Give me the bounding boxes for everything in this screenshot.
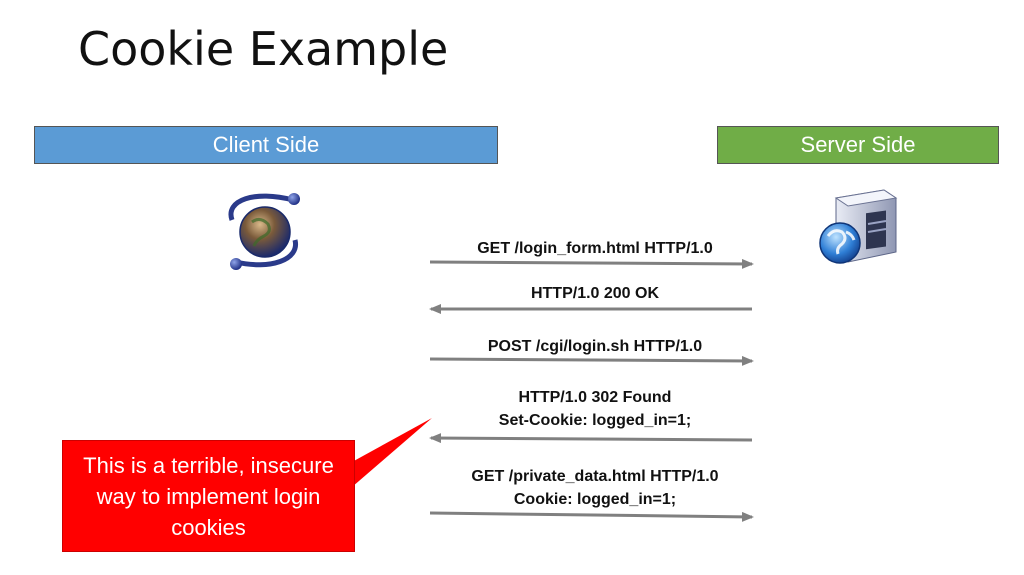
message-label: HTTP/1.0 302 Found Set-Cookie: logged_in… bbox=[420, 386, 770, 432]
callout-pointer bbox=[352, 418, 432, 487]
warning-callout: This is a terrible, insecure way to impl… bbox=[62, 440, 355, 552]
message-label: HTTP/1.0 200 OK bbox=[420, 282, 770, 305]
message-line: Cookie: logged_in=1; bbox=[513, 491, 677, 508]
server-side-label: Server Side bbox=[800, 132, 916, 157]
arrow-to-client bbox=[429, 433, 753, 444]
message-line: GET /private_data.html HTTP/1.0 bbox=[471, 468, 719, 485]
arrow-to-server bbox=[429, 355, 754, 366]
slide-title: Cookie Example bbox=[78, 22, 449, 76]
message-label: GET /login_form.html HTTP/1.0 bbox=[420, 237, 770, 260]
message-line: GET /login_form.html HTTP/1.0 bbox=[477, 240, 713, 257]
message-line: HTTP/1.0 302 Found bbox=[518, 389, 672, 406]
client-side-header: Client Side bbox=[34, 126, 498, 164]
callout-text: This is a terrible, insecure way to impl… bbox=[83, 452, 334, 540]
message-line: Set-Cookie: logged_in=1; bbox=[498, 412, 692, 429]
message-line: HTTP/1.0 200 OK bbox=[530, 285, 660, 302]
server-side-header: Server Side bbox=[717, 126, 999, 164]
message-line: POST /cgi/login.sh HTTP/1.0 bbox=[487, 338, 703, 355]
client-side-label: Client Side bbox=[212, 132, 320, 157]
arrow-to-server bbox=[429, 258, 754, 269]
message-label: GET /private_data.html HTTP/1.0 Cookie: … bbox=[420, 465, 770, 511]
message-label: POST /cgi/login.sh HTTP/1.0 bbox=[420, 335, 770, 358]
arrow-to-server bbox=[429, 511, 754, 522]
